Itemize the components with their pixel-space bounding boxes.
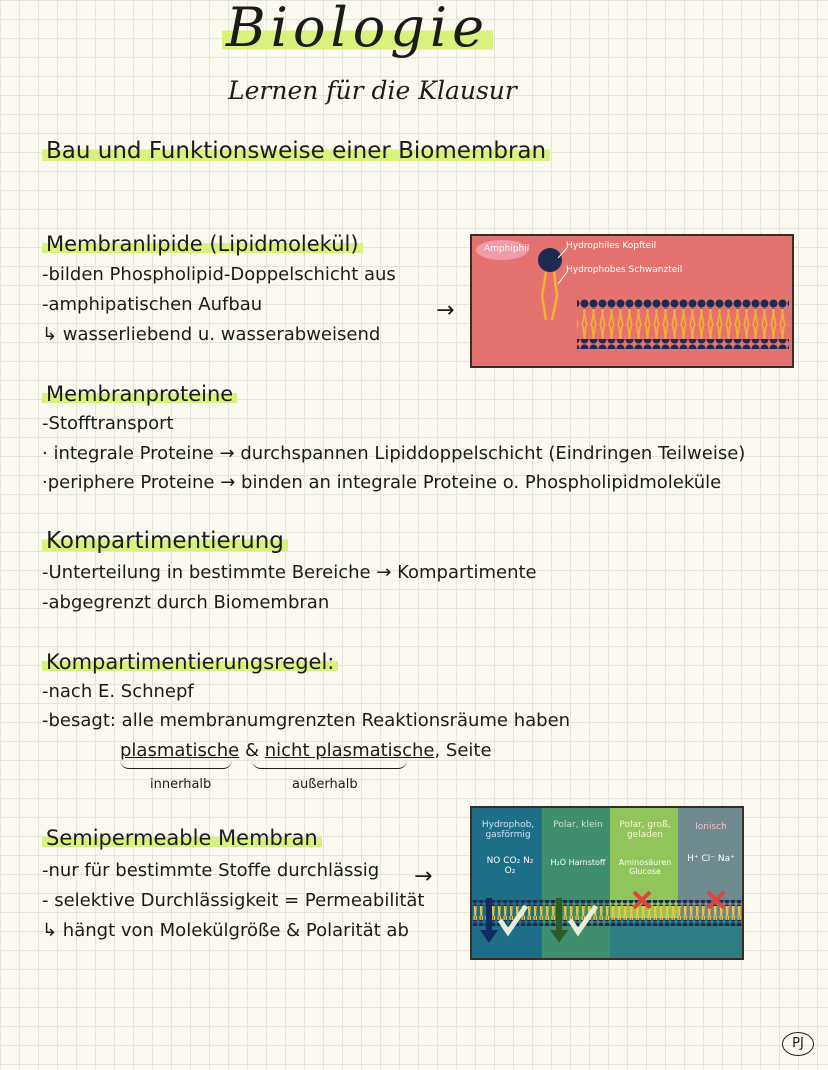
signature: PJ — [782, 1032, 814, 1056]
hydrophobic-tail-label: Hydrophobes Schwanzteil — [566, 265, 683, 275]
compart-heading: Kompartimentierung — [42, 528, 288, 554]
col3-title: Polar, groß, geladen — [619, 820, 671, 840]
semi-line: - selektive Durchlässigkeit = Permeabili… — [42, 890, 425, 911]
lipid-bilayer-figure: Amphiphil Hydrophiles Kopfteil Hydrophob… — [470, 234, 794, 368]
lipids-heading: Membranlipide (Lipidmolekül) — [42, 232, 363, 256]
proteins-line: · integrale Proteine → durchspannen Lipi… — [42, 443, 746, 464]
col2-title: Polar, klein — [553, 820, 603, 830]
main-heading: Bau und Funktionsweise einer Biomembran — [42, 138, 551, 164]
semi-line: -nur für bestimmte Stoffe durchlässig — [42, 860, 380, 881]
hydrophilic-head-label: Hydrophiles Kopfteil — [566, 241, 657, 251]
compart-line: -Unterteilung in bestimmte Bereiche → Ko… — [42, 562, 537, 583]
outer-label: außerhalb — [292, 777, 358, 792]
rule-plasm-line: plasmatische & nicht plasmatische, Seite — [120, 740, 492, 761]
col4-title: Ionisch — [695, 822, 727, 832]
lipids-line: -bilden Phospholipid-Doppelschicht aus — [42, 264, 396, 285]
proteins-heading: Membranproteine — [42, 382, 238, 406]
rule-heading: Kompartimentierungsregel: — [42, 650, 339, 674]
page-title: Biologie — [222, 0, 494, 59]
page-subtitle: Lernen für die Klausur — [228, 76, 517, 105]
permeability-figure: Hydrophob, gasförmig NO CO₂ N₂ O₂ Polar,… — [470, 806, 744, 960]
col3-items: Aminosäuren Glucose — [618, 858, 672, 876]
semi-heading: Semipermeable Membran — [42, 826, 322, 850]
col1-items: NO CO₂ N₂ O₂ — [486, 856, 534, 876]
col1-title: Hydrophob, gasförmig — [481, 820, 535, 840]
rule-line: -besagt: alle membranumgrenzten Reaktion… — [42, 710, 571, 731]
arrow-right-icon: → — [436, 298, 455, 323]
amphiphil-label: Amphiphil — [484, 244, 530, 254]
inner-label: innerhalb — [150, 777, 212, 792]
compart-line: -abgegrenzt durch Biomembran — [42, 592, 330, 613]
semi-line: ↳ hängt von Molekülgröße & Polarität ab — [42, 920, 409, 941]
lipids-line: -amphipatischen Aufbau — [42, 294, 263, 315]
proteins-line: ·periphere Proteine → binden an integral… — [42, 472, 722, 493]
lipids-line: ↳ wasserliebend u. wasserabweisend — [42, 324, 381, 345]
arrow-right-icon: → — [414, 864, 433, 889]
brace-inner — [120, 760, 232, 769]
rule-line: -nach E. Schnepf — [42, 681, 194, 702]
brace-outer — [252, 760, 407, 769]
proteins-line: -Stofftransport — [42, 413, 174, 434]
col2-items: H₂O Harnstoff — [550, 858, 606, 867]
col4-items: H⁺ Cl⁻ Na⁺ — [687, 854, 735, 864]
